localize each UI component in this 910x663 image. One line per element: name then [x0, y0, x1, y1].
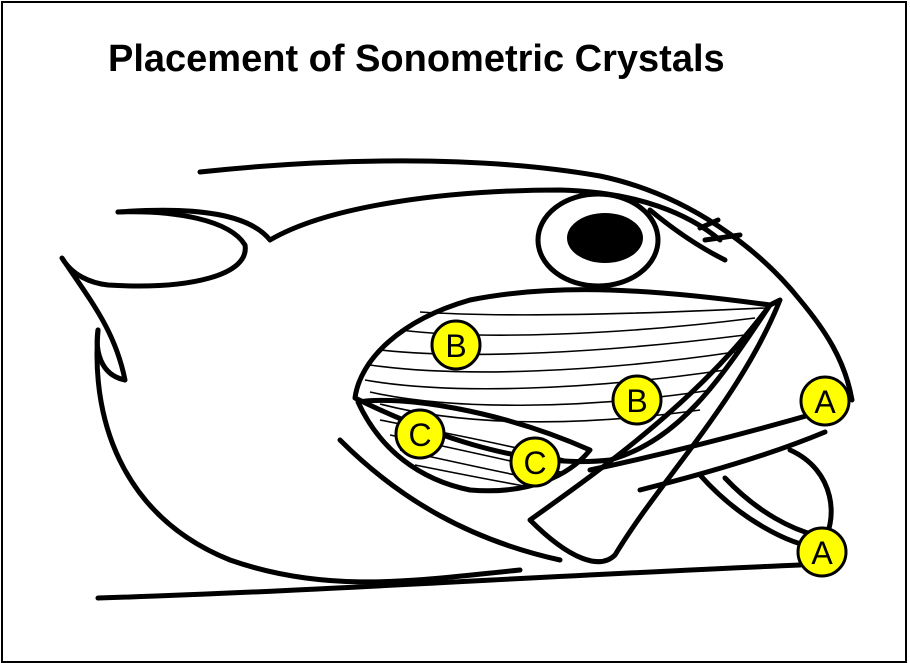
marker-label: A	[811, 535, 833, 571]
marker-label: A	[814, 384, 836, 420]
crystal-a-upper-marker: A	[801, 377, 849, 425]
crystal-c-right-marker: C	[511, 438, 559, 486]
marker-label: B	[626, 383, 647, 419]
marker-label: B	[445, 328, 466, 364]
crystal-c-left-marker: C	[396, 410, 444, 458]
crystal-b-lower-marker: B	[613, 376, 661, 424]
fish-head-outline	[62, 161, 852, 598]
crystal-b-upper-marker: B	[432, 321, 480, 369]
marker-label: C	[523, 445, 546, 481]
marker-label: C	[408, 417, 431, 453]
crystal-a-lower-marker: A	[798, 528, 846, 576]
